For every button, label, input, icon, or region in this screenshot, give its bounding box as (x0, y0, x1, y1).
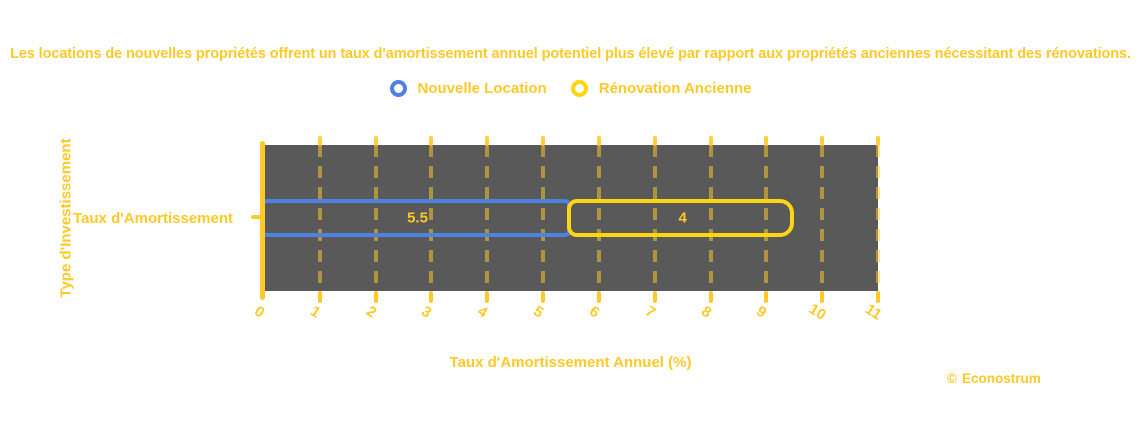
bar-value-label: 5.5 (407, 209, 428, 227)
x-tick-mark-top (820, 136, 825, 146)
gridline (317, 145, 322, 291)
x-tick-label: 9 (753, 302, 770, 322)
x-tick-mark (652, 291, 657, 303)
legend: Nouvelle Location Rénovation Ancienne (0, 80, 1141, 97)
x-tick-label: 4 (474, 302, 491, 322)
x-tick-mark (708, 291, 713, 303)
gridline (485, 145, 490, 291)
x-tick-mark (596, 291, 601, 303)
x-axis-title: Taux d'Amortissement Annuel (%) (449, 354, 692, 371)
legend-label: Rénovation Ancienne (598, 80, 752, 97)
x-tick-mark (373, 291, 378, 303)
gridline (373, 145, 378, 291)
x-tick-label: 5 (530, 302, 547, 322)
x-tick-mark-top (764, 136, 769, 146)
x-tick-label: 0 (251, 302, 268, 322)
x-tick-label: 10 (805, 300, 830, 324)
x-tick-mark (820, 291, 825, 303)
x-tick-label: 7 (641, 302, 659, 322)
x-tick-label: 8 (697, 302, 715, 322)
gridline (820, 145, 825, 291)
bar-value-label: 4 (678, 209, 687, 227)
copyright-icon: © (947, 371, 957, 386)
gridline (429, 145, 434, 291)
x-tick-label: 3 (418, 302, 435, 322)
gridline (652, 145, 657, 291)
x-tick-label: 1 (307, 302, 324, 322)
bar-1 (567, 199, 795, 237)
x-tick-mark (764, 291, 769, 303)
y-axis-line (260, 141, 265, 300)
gridline (876, 145, 880, 291)
x-tick-label: 6 (586, 302, 603, 322)
credit: © Econostrum (947, 371, 1041, 386)
x-tick-mark-top (708, 136, 713, 146)
x-tick-mark-top (429, 136, 434, 146)
x-tick-mark-top (373, 136, 378, 146)
legend-item-renovation-ancienne: Rénovation Ancienne (570, 80, 752, 97)
legend-marker-circle-icon (389, 80, 407, 97)
x-tick-label: 11 (862, 300, 885, 324)
chart-title: Les locations de nouvelles propriétés of… (10, 46, 1131, 62)
x-tick-mark-top (317, 136, 322, 146)
y-category-label: Taux d'Amortissement (73, 210, 233, 227)
gridline (541, 145, 546, 291)
legend-marker-circle-icon (570, 80, 588, 97)
x-tick-mark-top (541, 136, 546, 146)
x-tick-mark (485, 291, 490, 303)
x-tick-mark (317, 291, 322, 303)
x-tick-mark-top (485, 136, 490, 146)
gridline (764, 145, 769, 291)
y-axis-tick (251, 215, 261, 219)
gridline (708, 145, 713, 291)
x-tick-mark (429, 291, 434, 303)
credit-name: Econostrum (961, 371, 1041, 386)
x-tick-mark-top (876, 136, 880, 146)
gridline (596, 145, 601, 291)
legend-label: Nouvelle Location (417, 80, 547, 97)
x-tick-mark (876, 291, 880, 303)
x-tick-mark (541, 291, 546, 303)
x-tick-label: 2 (362, 302, 380, 322)
legend-item-nouvelle-location: Nouvelle Location (389, 80, 547, 97)
x-tick-mark-top (596, 136, 601, 146)
x-tick-mark-top (652, 136, 657, 146)
